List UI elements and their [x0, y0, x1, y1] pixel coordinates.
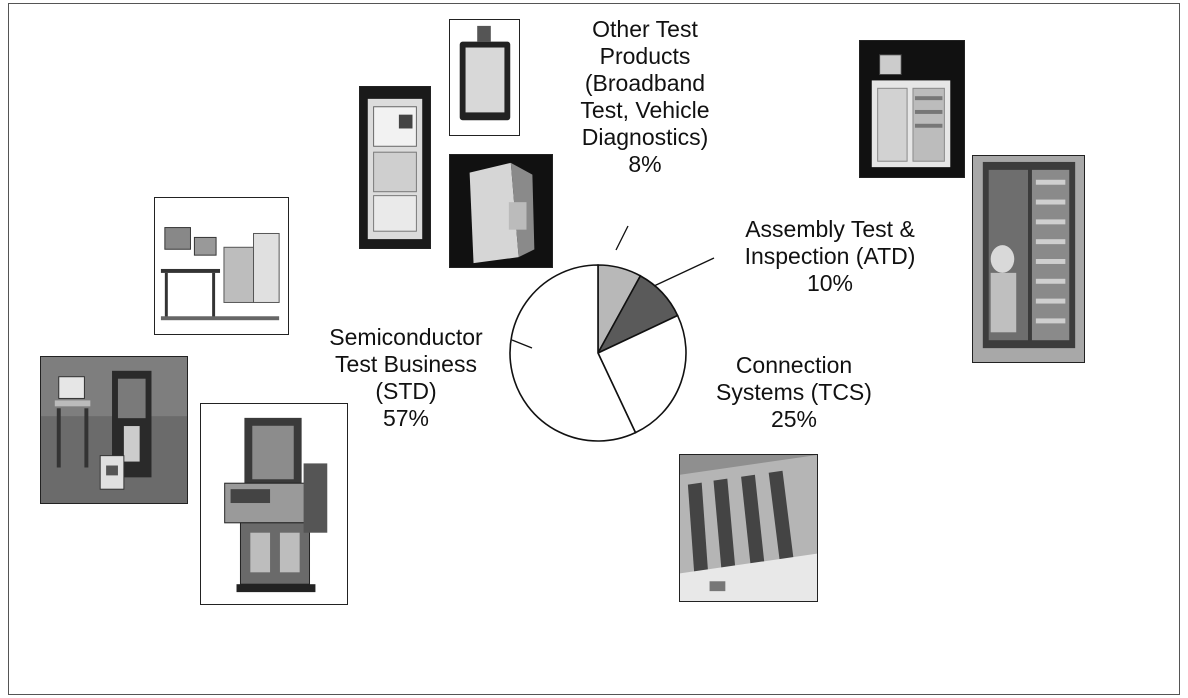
- photo-probe-unit: [449, 154, 553, 268]
- pie-slice-3: [509, 264, 637, 442]
- label-assembly-line-2: Inspection (ATD): [744, 243, 916, 269]
- label-semiconductor-line-3: (STD): [375, 378, 437, 404]
- label-semiconductor-line-2: Test Business: [335, 351, 477, 377]
- photo-connector-boards: [679, 454, 818, 602]
- label-other-line-1: Other Test: [592, 16, 698, 42]
- label-other-line-2: Products: [599, 43, 691, 69]
- slide-frame: [8, 3, 1180, 695]
- pie-slice-2: [596, 314, 687, 434]
- photo-ate-tester: [200, 403, 348, 605]
- label-assembly-test: Assembly Test & Inspection (ATD) 10%: [706, 216, 954, 297]
- label-other-line-5: Diagnostics): [581, 124, 709, 150]
- photo-handler-cabinet: [359, 86, 431, 249]
- label-semiconductor-line-1: Semiconductor: [329, 324, 483, 350]
- photo-lab-benches: [154, 197, 289, 335]
- photo-monitor-terminal: [449, 19, 520, 136]
- label-other-test-products: Other Test Products (Broadband Test, Veh…: [540, 16, 750, 178]
- label-other-line-3: (Broadband: [584, 70, 706, 96]
- label-assembly-line-1: Assembly Test &: [745, 216, 915, 242]
- label-connection-pct: 25%: [770, 406, 818, 432]
- label-other-pct: 8%: [628, 151, 662, 177]
- photo-server-rack-technician: [972, 155, 1085, 363]
- label-semiconductor-test: Semiconductor Test Business (STD) 57%: [296, 324, 516, 432]
- label-connection-line-1: Connection: [735, 352, 853, 378]
- label-semiconductor-pct: 57%: [382, 405, 430, 431]
- photo-test-rack: [859, 40, 965, 178]
- label-other-line-4: Test, Vehicle: [580, 97, 710, 123]
- label-connection-line-2: Systems (TCS): [716, 379, 872, 405]
- photo-test-station: [40, 356, 188, 504]
- label-connection-systems: Connection Systems (TCS) 25%: [700, 352, 888, 433]
- label-assembly-pct: 10%: [806, 270, 854, 296]
